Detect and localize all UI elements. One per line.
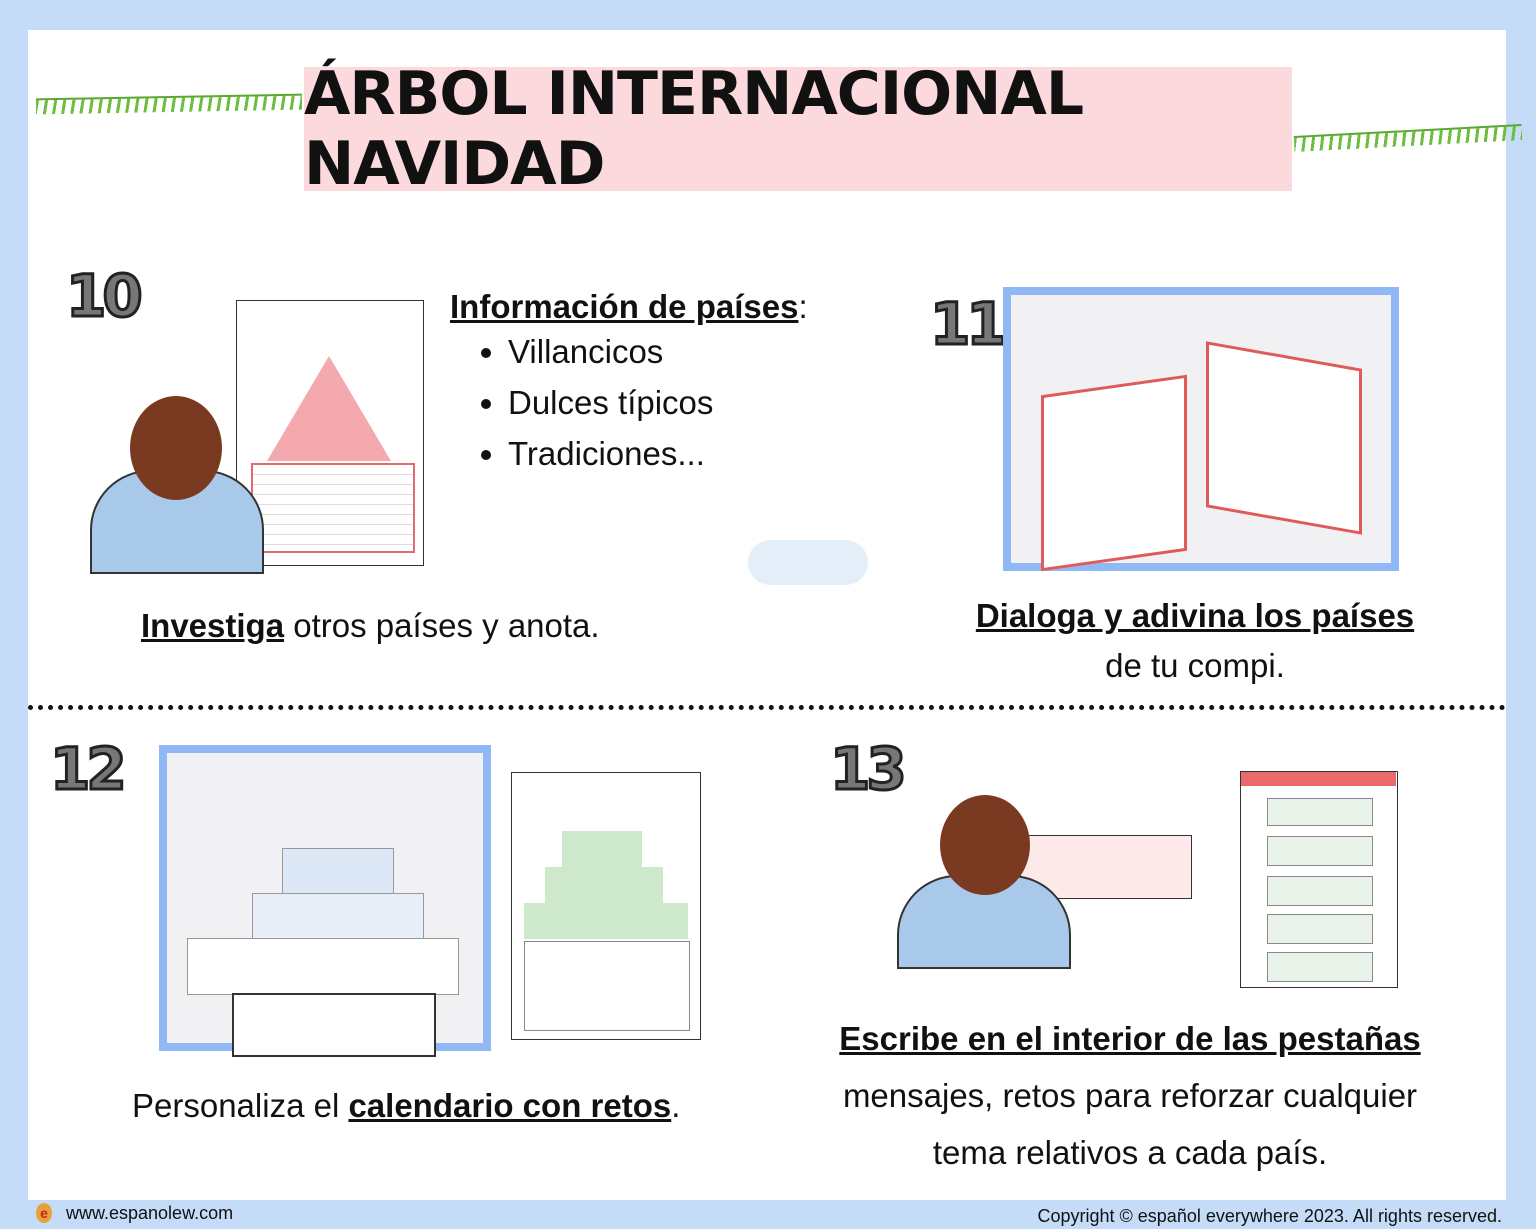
caption-bold: Escribe en el interior de las pestañas: [839, 1020, 1421, 1057]
child-head: [130, 396, 222, 500]
cloud-decoration: [748, 540, 868, 585]
step-10-caption: Investiga otros países y anota.: [141, 607, 600, 645]
child-head: [940, 795, 1030, 895]
section-divider: [28, 705, 1506, 710]
step-number-10: 10: [65, 261, 145, 332]
info-item: Villancicos: [508, 326, 808, 377]
caption-text: otros países y anota.: [284, 607, 600, 644]
step-number-11: 11: [929, 289, 1009, 360]
title-banner: ÁRBOL INTERNACIONAL NAVIDAD: [304, 59, 1292, 199]
info-item: Dulces típicos: [508, 377, 808, 428]
step-11-caption: Dialoga y adivina los países de tu compi…: [940, 591, 1450, 691]
caption-text: Personaliza el: [132, 1087, 349, 1124]
caption-bold: calendario con retos: [348, 1087, 672, 1124]
caption-bold: Dialoga y adivina los países: [975, 597, 1415, 634]
info-list: Villancicos Dulces típicos Tradiciones..…: [450, 326, 808, 479]
caption-text: tema relativos a cada país.: [932, 1134, 1328, 1171]
tree-worksheet-image: [236, 300, 424, 566]
page-title: ÁRBOL INTERNACIONAL NAVIDAD: [304, 59, 1084, 199]
info-item: Tradiciones...: [508, 428, 808, 479]
caption-text: .: [671, 1087, 681, 1124]
caption-text: de tu compi.: [1105, 647, 1285, 684]
step-12-caption: Personaliza el calendario con retos.: [132, 1087, 680, 1125]
info-heading: Información de países: [450, 288, 799, 325]
step-number-13: 13: [829, 734, 909, 805]
calendar-worksheet-image: [511, 772, 701, 1040]
caption-bold: Investiga: [141, 607, 285, 644]
calendar-tree-photo: [159, 745, 491, 1057]
step-number-12: 12: [49, 734, 129, 805]
foldable-tree-photo: [1003, 287, 1399, 572]
calendar-sheet-image: [1240, 771, 1398, 988]
logo-icon: e: [36, 1203, 52, 1223]
step-13-caption: Escribe en el interior de las pestañas m…: [800, 1010, 1460, 1181]
website-link[interactable]: www.espanolew.com: [66, 1203, 234, 1223]
caption-text: mensajes, retos para reforzar cualquier: [842, 1077, 1418, 1114]
copyright-text: Copyright © español everywhere 2023. All…: [1037, 1206, 1502, 1226]
